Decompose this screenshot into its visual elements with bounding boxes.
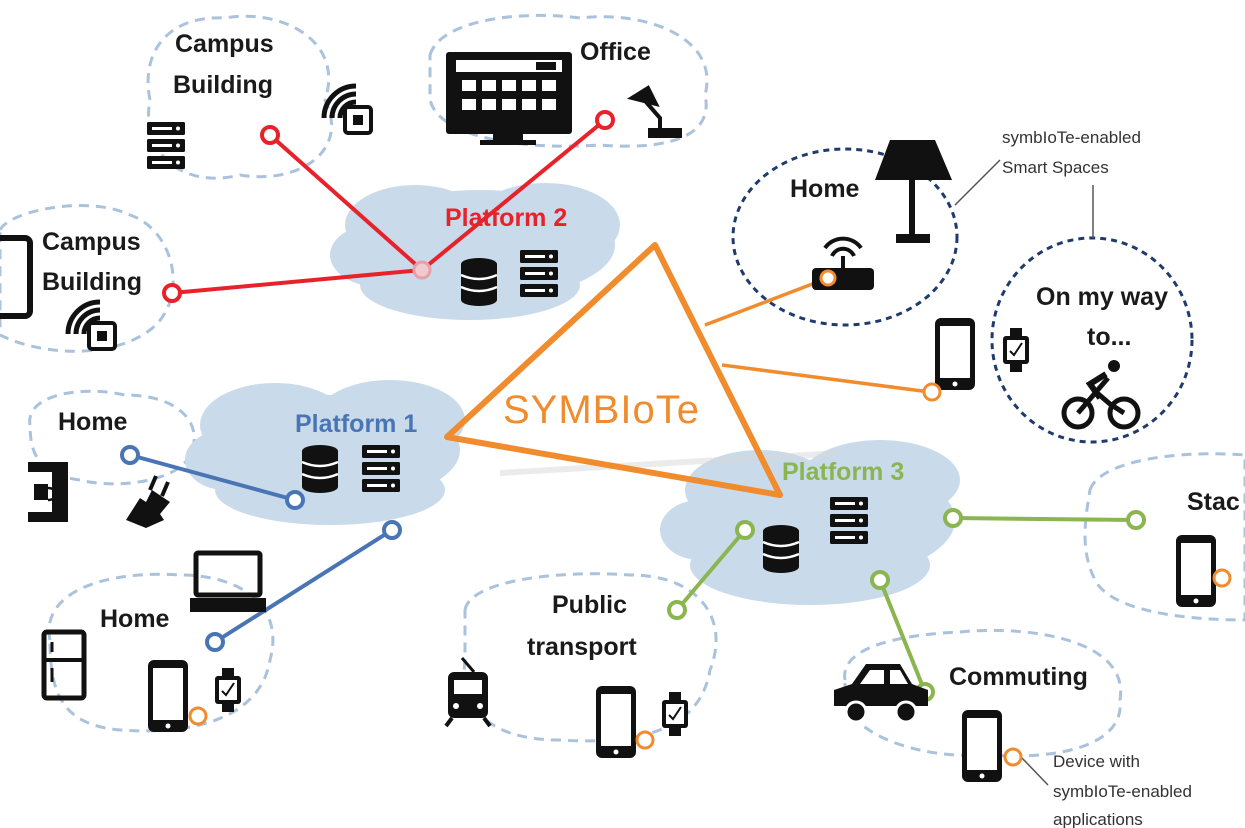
- symbiote-triangle: [444, 242, 783, 498]
- campus-left-label-1: Campus: [42, 228, 141, 256]
- campus-left-label-2: Building: [42, 268, 142, 296]
- on-my-way-label-2: to...: [1087, 323, 1131, 351]
- tram-icon: [444, 657, 492, 728]
- device-marker: [1003, 747, 1023, 767]
- symbiote-label: SYMBIoTe: [503, 388, 700, 432]
- wifi-square-icon: [68, 302, 115, 349]
- campus-top-outline: [146, 14, 333, 180]
- symbiote-shadow: [500, 450, 840, 476]
- platform-3-links: [667, 508, 1146, 702]
- platform-2-server-icon: [520, 250, 558, 297]
- public-transport-label-2: transport: [527, 633, 637, 661]
- on-my-way-circle: [990, 236, 1194, 444]
- coffee-machine-icon: [28, 462, 68, 522]
- platform-1-links: [120, 445, 402, 652]
- smartphone-icon: [148, 660, 188, 732]
- smartphone-icon: [596, 686, 636, 758]
- commuting-outline: [843, 628, 1123, 758]
- bicycle-icon: [1061, 360, 1141, 430]
- on-my-way-label-1: On my way: [1036, 283, 1168, 311]
- laptop-icon: [190, 550, 266, 612]
- smartphone-icon: [935, 318, 975, 390]
- office-label: Office: [580, 38, 651, 66]
- stadium-label: Stac: [1187, 488, 1240, 516]
- campus-left-outline: [0, 204, 175, 353]
- smart-spaces-note-2: Smart Spaces: [1002, 158, 1109, 177]
- public-transport-outline: [462, 572, 718, 743]
- smart-spaces-leaders: [954, 159, 1094, 238]
- device-marker: [635, 730, 655, 750]
- platform-2-label: Platform 2: [445, 204, 567, 232]
- home-smart-label: Home: [790, 175, 860, 203]
- floor-lamp-icon: [875, 140, 952, 243]
- device-marker: [1212, 568, 1232, 588]
- device-note-leader: [1021, 757, 1049, 786]
- campus-top-label-2: Building: [173, 71, 273, 99]
- platform-3-database-icon: [761, 523, 801, 575]
- home-bottom-label: Home: [100, 605, 170, 633]
- platform-1-label: Platform 1: [295, 410, 417, 438]
- tablet-icon: [0, 235, 33, 319]
- smartphone-icon: [962, 710, 1002, 782]
- platform-2-links: [162, 110, 615, 303]
- desk-lamp-icon: [626, 85, 682, 138]
- smart-spaces-note-1: symbIoTe-enabled: [1002, 128, 1141, 147]
- device-marker: [922, 382, 942, 402]
- platform-1-server-icon: [362, 445, 400, 492]
- home-left-label: Home: [58, 408, 128, 436]
- commuting-label: Commuting: [949, 663, 1088, 691]
- smartwatch-icon: [661, 691, 689, 737]
- stadium-outline: [1083, 452, 1245, 622]
- smart-space-circles: [731, 147, 1194, 444]
- device-note-1: Device with: [1053, 752, 1140, 771]
- platform-1-database-icon: [300, 443, 340, 495]
- home-smart-circle: [731, 147, 959, 327]
- platform-2-database-icon: [459, 256, 499, 308]
- symbiote-links: [704, 276, 931, 394]
- smartwatch-icon: [214, 667, 242, 713]
- device-note-3: applications: [1053, 810, 1143, 828]
- smartphone-icon: [1176, 535, 1216, 607]
- fridge-icon: [41, 629, 87, 701]
- device-marker: [188, 706, 208, 726]
- home-bottom-outline: [47, 572, 275, 733]
- office-outline: [428, 13, 709, 148]
- smartwatch-icon: [1002, 327, 1030, 373]
- control-panel-icon: [446, 52, 572, 145]
- campus-top-label-1: Campus: [175, 30, 274, 58]
- device-note-2: symbIoTe-enabled: [1053, 782, 1192, 801]
- plug-icon: [126, 475, 170, 528]
- car-icon: [834, 664, 928, 724]
- public-transport-label-1: Public: [552, 591, 627, 619]
- device-marker: [819, 269, 837, 287]
- server-icon: [147, 122, 185, 169]
- platform-3-server-icon: [830, 497, 868, 544]
- wifi-square-icon: [324, 86, 371, 133]
- platform-2-hub: [412, 260, 432, 280]
- platform-3-label: Platform 3: [782, 458, 904, 486]
